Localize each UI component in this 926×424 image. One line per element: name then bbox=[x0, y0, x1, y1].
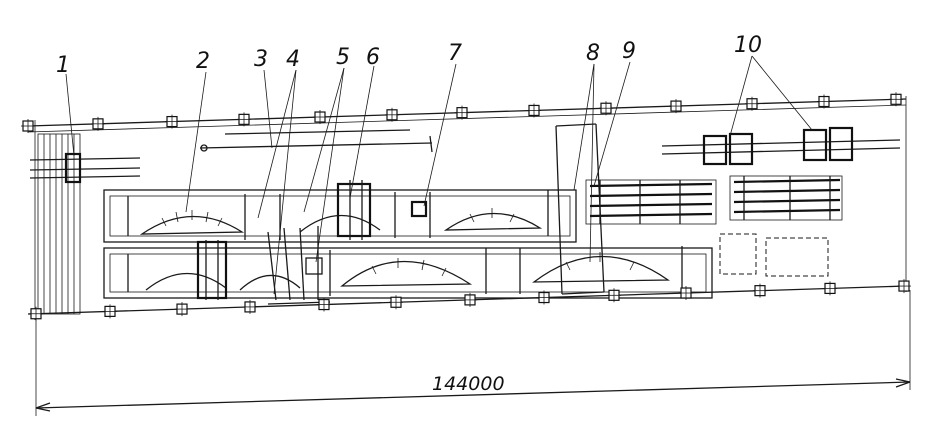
upper-rails bbox=[199, 129, 433, 153]
upper-machine-row bbox=[103, 180, 577, 243]
leader-lines bbox=[65, 55, 813, 295]
couplings bbox=[661, 126, 901, 166]
label-8: 8 bbox=[586, 41, 600, 66]
storage-areas bbox=[719, 233, 829, 277]
building-outline bbox=[27, 96, 907, 320]
columns bbox=[21, 92, 911, 321]
label-2: 2 bbox=[196, 49, 210, 74]
label-3: 3 bbox=[254, 47, 268, 72]
label-10: 10 bbox=[734, 33, 762, 58]
roll-racks bbox=[585, 175, 843, 225]
label-1: 1 bbox=[56, 53, 70, 78]
hatched-end-wall bbox=[37, 133, 81, 315]
label-9: 9 bbox=[622, 39, 636, 64]
label-4: 4 bbox=[286, 47, 300, 72]
label-5: 5 bbox=[336, 45, 350, 70]
label-6: 6 bbox=[366, 45, 380, 70]
label-7: 7 bbox=[448, 41, 462, 66]
dimension-line: 144000 bbox=[35, 290, 911, 416]
bracket bbox=[555, 123, 605, 295]
dimension-label: 144000 bbox=[432, 373, 505, 395]
lower-machine-row bbox=[103, 240, 713, 300]
callout-labels: 1 2 3 4 5 6 7 8 9 10 bbox=[56, 33, 762, 78]
end-mechanism bbox=[29, 152, 141, 184]
